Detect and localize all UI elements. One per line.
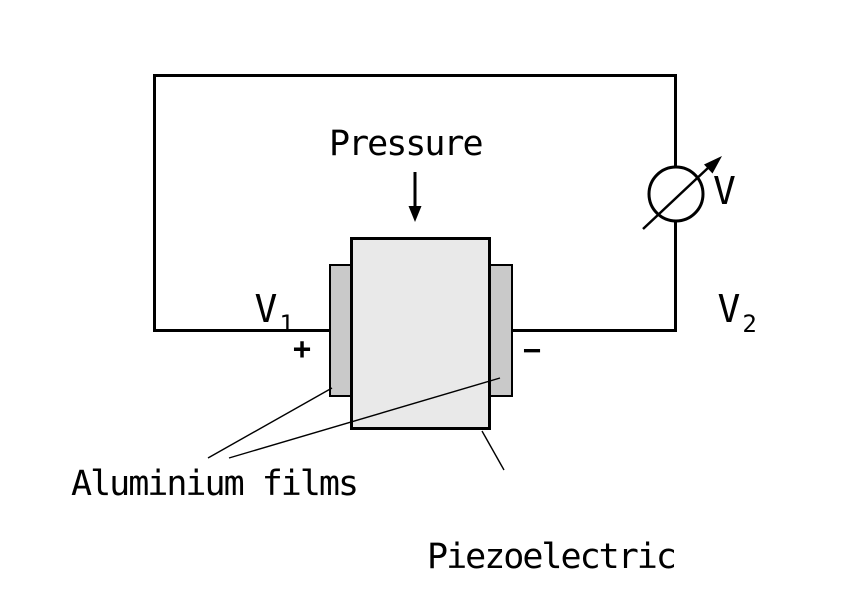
v2-subscript: 2: [742, 310, 757, 338]
aluminium-films-label: Aluminium films: [71, 464, 359, 504]
v1-subscript: 1: [279, 310, 294, 338]
v2-main: V: [717, 287, 741, 331]
pointer-line-right-film: [228, 377, 501, 459]
plus-sign: +: [293, 332, 312, 367]
aluminium-film-left: [329, 264, 352, 397]
aluminium-film-right: [489, 264, 513, 397]
voltmeter-label: V: [713, 169, 736, 213]
pointer-line-crystal: [481, 430, 505, 471]
minus-sign: −: [523, 333, 542, 368]
v1-main: V: [254, 287, 278, 331]
v1-label: V1: [163, 252, 294, 366]
voltmeter-needle-icon: [642, 156, 722, 230]
piezoelectric-crystal-label: Piezoelectric crystal: [427, 464, 677, 597]
piezoelectric-crystal: [350, 237, 491, 430]
pressure-arrow-icon: [408, 172, 422, 222]
v2-label: V2: [626, 252, 757, 366]
voltmeter-dial: [647, 165, 705, 223]
voltmeter-icon: [642, 156, 722, 230]
pressure-label: Pressure: [329, 124, 484, 164]
pointer-line-left-film: [207, 387, 333, 459]
piezoelectric-label-line1: Piezoelectric: [427, 537, 677, 577]
